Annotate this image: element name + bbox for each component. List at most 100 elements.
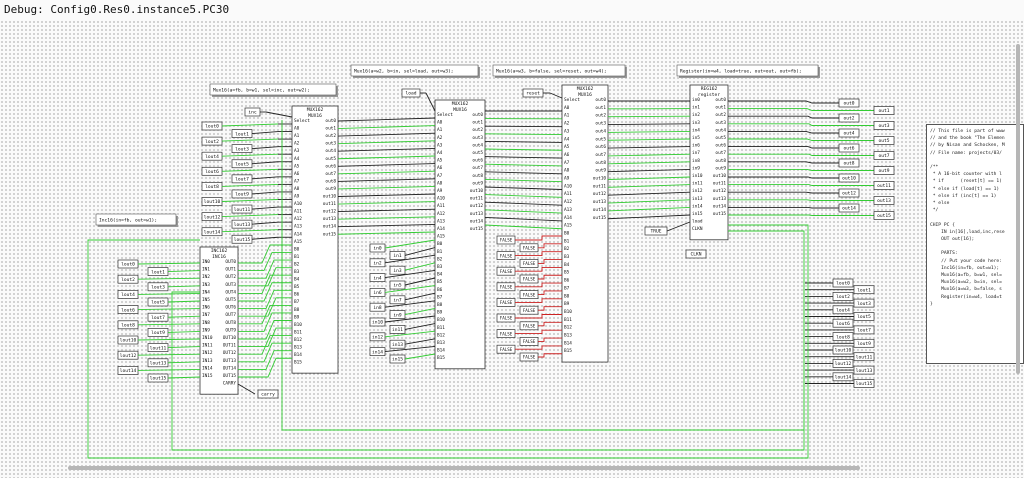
out-pin[interactable] [838, 113, 860, 123]
code-line: } [930, 301, 933, 307]
lout-right-pin[interactable] [853, 352, 875, 362]
inc16-left-label: IN5 [202, 297, 210, 303]
out-pin[interactable] [838, 173, 860, 183]
out-pin[interactable] [838, 128, 860, 138]
carry-pin-label: carry [261, 393, 275, 398]
lout-right-pin[interactable] [832, 332, 854, 341]
lout-right-pin[interactable] [853, 325, 875, 335]
inc16-left-label: IN15 [202, 373, 213, 379]
lout-right-pin[interactable] [832, 318, 854, 328]
lout-right-pin[interactable] [853, 365, 875, 375]
register-right-label: out1 [715, 105, 726, 111]
mux1-feed-pin-label: lout4 [205, 154, 219, 160]
mux2-to-mux3-wire [484, 140, 563, 143]
mux3-left-label: B10 [564, 309, 572, 315]
mux2-in-pin-label: in10 [372, 320, 383, 326]
mux2-in-pin-label: in0 [373, 246, 382, 252]
mux1-body [291, 105, 339, 374]
out-pin[interactable] [838, 188, 860, 198]
mux3-to-reg-wire [607, 199, 691, 204]
lout-right-pin[interactable] [853, 285, 875, 295]
false-const-pin-label: FALSE [500, 285, 513, 290]
mux2-left-label: B0 [437, 241, 443, 247]
out-pin[interactable] [873, 106, 895, 115]
wire [251, 221, 279, 225]
out-pin-label: out5 [878, 138, 889, 144]
mux1-left-label: B8 [294, 307, 300, 313]
lout-right-pin[interactable] [832, 278, 854, 288]
mux3-to-reg-wire [607, 146, 691, 149]
mux1-left-label: B12 [294, 337, 302, 343]
lout-right-pin[interactable] [853, 338, 875, 348]
false-wire [538, 290, 562, 296]
mux2-to-mux3-wire [484, 186, 563, 190]
mux3-left-label: A4 [564, 136, 570, 142]
wire [167, 330, 201, 333]
code-line: Inc16(in=fb, out=w1); [930, 265, 1000, 271]
mux3-left-label: Select [564, 97, 580, 103]
inc-input-pin-label: lout9 [151, 330, 165, 336]
code-line: */ [930, 208, 939, 214]
hdl-code-panel[interactable]: // This file is part of www// and the bo… [926, 124, 1024, 364]
mux1-left-label: A12 [294, 216, 302, 222]
wire [221, 183, 279, 187]
mux2-to-mux3-wire [484, 125, 563, 128]
reg-to-out-wire [728, 123, 874, 126]
out-pin[interactable] [838, 98, 860, 108]
out-pin[interactable] [838, 143, 860, 153]
reg-to-out-wire [728, 130, 839, 134]
annotation-text: Mux16(a=fb, b=w1, sel=inc, out=w2); [213, 87, 310, 93]
inc-to-mux1-wire [238, 244, 292, 264]
mux2-in-pin-label: in2 [373, 261, 382, 267]
out-pin[interactable] [873, 166, 895, 175]
lout-right-pin[interactable] [853, 312, 875, 321]
horizontal-scrollbar[interactable] [68, 466, 860, 470]
lout-right-pin[interactable] [853, 379, 875, 388]
out-pin[interactable] [873, 196, 895, 205]
wire [251, 191, 279, 195]
mux1-to-mux2-wire [337, 223, 436, 228]
false-wire [515, 298, 562, 303]
lout-right-pin[interactable] [832, 345, 854, 355]
mux3-right-label: out10 [593, 176, 607, 182]
lout-right-pin[interactable] [832, 305, 854, 315]
register-left-label: in13 [692, 196, 703, 202]
inc16-right-label: OUT0 [225, 259, 236, 265]
lout-right-pin[interactable] [832, 372, 854, 382]
mux2-in-pin-label: in12 [372, 335, 383, 341]
mux1-right-label: out15 [323, 231, 337, 237]
carry-pin[interactable] [257, 389, 279, 399]
vertical-scrollbar[interactable] [1016, 44, 1020, 374]
inc-input-pin-label: lout0 [121, 262, 135, 268]
reg-to-out-wire [728, 206, 839, 209]
register-left-label: in6 [692, 143, 700, 149]
lout-right-pin[interactable] [853, 298, 875, 308]
annotation-box [492, 64, 626, 77]
mux2-left-label: B4 [437, 272, 443, 278]
out-pin[interactable] [873, 211, 895, 220]
mux1-to-mux2-wire [337, 155, 436, 160]
out-pin-label: out14 [842, 206, 856, 212]
wire [221, 214, 279, 218]
out-pin[interactable] [873, 181, 895, 190]
out-pin[interactable] [838, 158, 860, 168]
mux3-left-label: A12 [564, 199, 572, 205]
out-pin[interactable] [838, 203, 860, 213]
clkn-pin[interactable] [685, 249, 707, 259]
false-const-pin-label: FALSE [523, 324, 536, 329]
out-pin[interactable] [873, 151, 895, 160]
lout-right-pin[interactable] [832, 292, 854, 301]
lout-right-pin[interactable] [832, 359, 854, 368]
mux1-feed-pin-label: lout13 [234, 222, 251, 228]
out-pin[interactable] [873, 136, 895, 145]
mux2-to-mux3-wire [484, 216, 563, 222]
inc-to-mux1-wire [238, 350, 292, 370]
mux1-to-mux2-wire [337, 201, 436, 205]
mux1-right-label: out5 [325, 156, 336, 162]
inc-input-pin-label: lout8 [121, 323, 135, 329]
wire [221, 138, 279, 142]
out-pin-label: out9 [878, 168, 889, 174]
out-pin[interactable] [873, 121, 895, 130]
lout-right-pin-label: lout5 [857, 314, 871, 320]
